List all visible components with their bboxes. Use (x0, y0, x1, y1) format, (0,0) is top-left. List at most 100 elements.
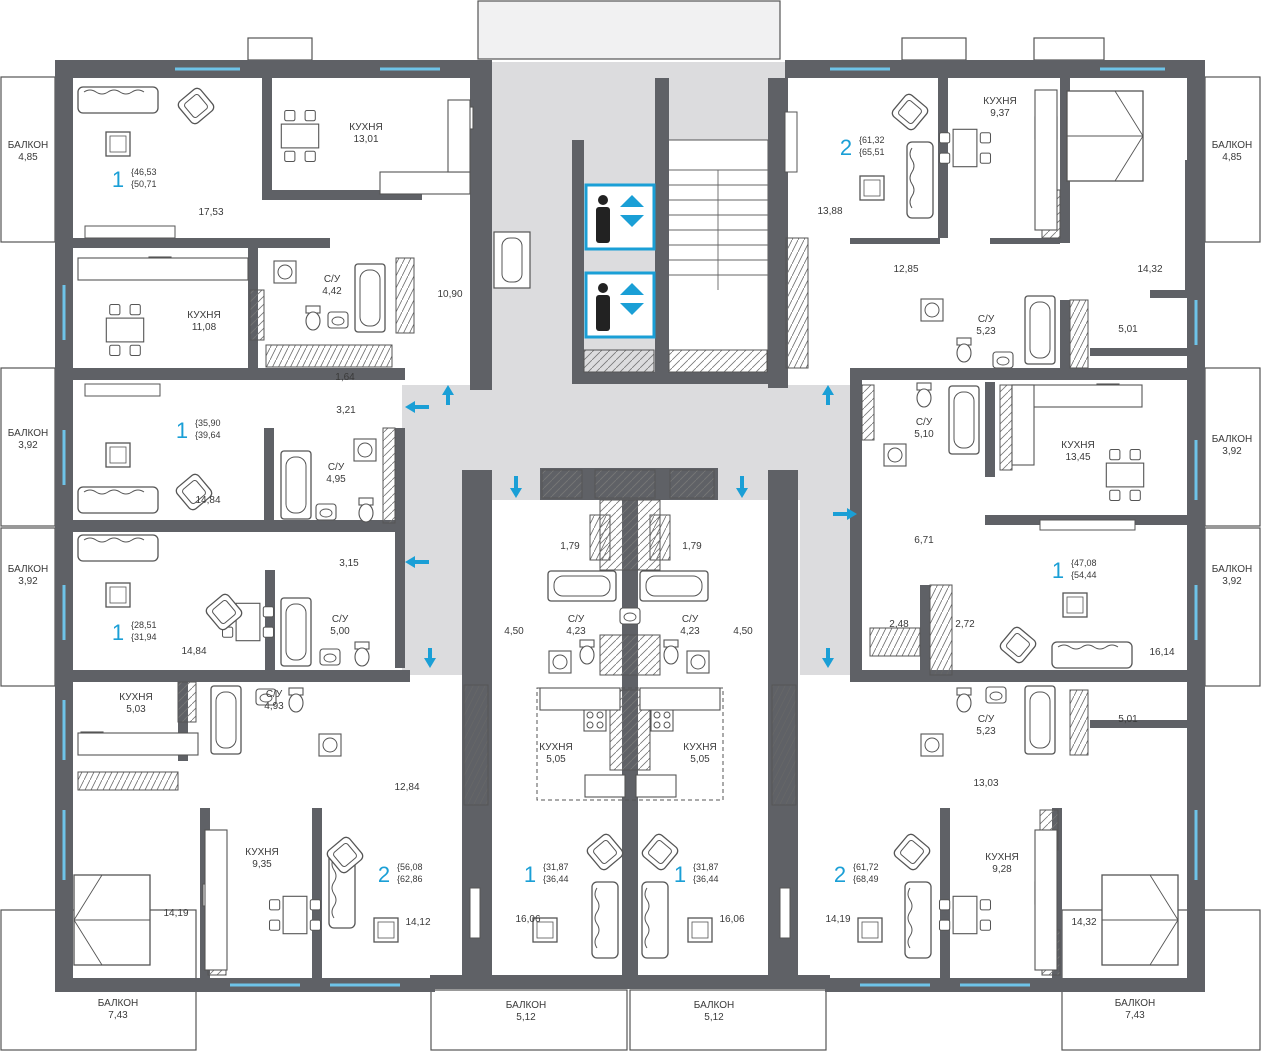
apt-w2-rooms: 1 (112, 620, 124, 645)
apt-s-right-living: {31,87 (693, 862, 719, 872)
hall-ne: 12,85 (893, 264, 918, 275)
apt-e-living: {47,08 (1071, 558, 1097, 568)
balcony-se-name: БАЛКОН (1115, 998, 1156, 1009)
balcony-w-mid1-name: БАЛКОН (8, 428, 49, 439)
balcony-w-mid2-area: 3,92 (18, 576, 38, 587)
plan-labels: БАЛКОН4,85БАЛКОН3,92БАЛКОН3,92БАЛКОН7,43… (8, 96, 1253, 1023)
apt-w1-rooms: 1 (176, 418, 188, 443)
kitchen-se-area: 9,28 (992, 864, 1012, 875)
apt-s-left-total: {36,44 (543, 874, 569, 884)
bath-se-area: 5,23 (976, 726, 996, 737)
living-mid-right: 16,06 (719, 914, 744, 925)
bath-se-name: С/У (978, 714, 995, 725)
closet-e2: 2,72 (955, 619, 975, 630)
apt-s-left-rooms: 1 (524, 862, 536, 887)
balcony-w-mid2-name: БАЛКОН (8, 564, 49, 575)
bed-se: 14,32 (1071, 917, 1096, 928)
balcony-e-mid1-area: 3,92 (1222, 446, 1242, 457)
living-mid-left: 16,06 (515, 914, 540, 925)
apt-sw-living: {56,08 (397, 862, 423, 872)
hall-se: 13,03 (973, 778, 998, 789)
closet-nw: 1,64 (335, 372, 355, 383)
apt-s-right-total: {36,44 (693, 874, 719, 884)
bath-w2-area: 5,00 (330, 626, 350, 637)
balcony-nw-name: БАЛКОН (8, 140, 49, 151)
balcony-nw-area: 4,85 (18, 152, 38, 163)
kitchen-mid-left-area: 5,05 (546, 754, 566, 765)
apt-ne-rooms: 2 (840, 135, 852, 160)
kitchen-counters (77, 89, 1143, 971)
kitchen-sw-name: КУХНЯ (245, 847, 278, 858)
bath-nw-area: 4,42 (322, 286, 342, 297)
apt-se-total: {68,49 (853, 874, 879, 884)
balcony-ne-name: БАЛКОН (1212, 140, 1253, 151)
living-nw: 17,53 (198, 207, 223, 218)
apt-sw-rooms: 2 (378, 862, 390, 887)
hall-nw: 10,90 (437, 289, 462, 300)
closet-mid-right: 1,79 (682, 541, 702, 552)
balcony-e-mid2-area: 3,92 (1222, 576, 1242, 587)
apt-se-rooms: 2 (834, 862, 846, 887)
bath-mid-left-name: С/У (568, 614, 585, 625)
apt-sw-total: {62,86 (397, 874, 423, 884)
kitchen-ne-area: 9,37 (990, 108, 1010, 119)
apt-nw-living: {46,53 (131, 167, 157, 177)
elevator-passenger-icon (584, 183, 656, 251)
hall-w1: 3,21 (336, 405, 356, 416)
balcony-w-mid1-area: 3,92 (18, 440, 38, 451)
apt-e-rooms: 1 (1052, 558, 1064, 583)
balcony-s-right-name: БАЛКОН (694, 1000, 735, 1011)
bath-nw-name: С/У (324, 274, 341, 285)
balcony-se-area: 7,43 (1125, 1010, 1145, 1021)
living-e: 16,14 (1149, 647, 1174, 658)
kitchen-w2-area: 5,03 (126, 704, 146, 715)
kitchen-nw-area: 13,01 (353, 134, 378, 145)
kitchen-mid-left-name: КУХНЯ (539, 742, 572, 753)
balcony-e-mid2-name: БАЛКОН (1212, 564, 1253, 575)
apt-w1-total: {39,64 (195, 430, 221, 440)
kitchen-e-name: КУХНЯ (1061, 440, 1094, 451)
bath-mid-left-area: 4,23 (566, 626, 586, 637)
balcony-e-mid1-name: БАЛКОН (1212, 434, 1253, 445)
bath-w1-name: С/У (328, 462, 345, 473)
apt-nw-rooms: 1 (112, 167, 124, 192)
bath-ne-name: С/У (978, 314, 995, 325)
kitchen-w2-name: КУХНЯ (119, 692, 152, 703)
living-ne: 13,88 (817, 206, 842, 217)
kitchen-mid-right-name: КУХНЯ (683, 742, 716, 753)
kitchen-ne-name: КУХНЯ (983, 96, 1016, 107)
closet-ne: 5,01 (1118, 324, 1138, 335)
apt-s-left-living: {31,87 (543, 862, 569, 872)
kitchen-dashed-outline (536, 687, 724, 801)
closet-se: 5,01 (1118, 714, 1138, 725)
balcony-s-left-area: 5,12 (516, 1012, 536, 1023)
kitchen-mid-right-area: 5,05 (690, 754, 710, 765)
balcony-sw-name: БАЛКОН (98, 998, 139, 1009)
stair-steps (668, 169, 768, 290)
stretcher-icon (493, 231, 531, 289)
apt-s-right-rooms: 1 (674, 862, 686, 887)
kitchen-nw-name: КУХНЯ (349, 122, 382, 133)
bath-w1-area: 4,95 (326, 474, 346, 485)
hall-mid-left: 4,50 (504, 626, 524, 637)
apt-w1-living: {35,90 (195, 418, 221, 428)
kitchen-sw-area: 9,35 (252, 859, 272, 870)
kitchen-se-name: КУХНЯ (985, 852, 1018, 863)
apt-nw-total: {50,71 (131, 179, 157, 189)
bath-ne-area: 5,23 (976, 326, 996, 337)
hall-sw: 12,84 (394, 782, 419, 793)
bath-e1-area: 5,10 (914, 429, 934, 440)
apt-w2-living: {28,51 (131, 620, 157, 630)
living-w2: 14,84 (181, 646, 206, 657)
apt-ne-total: {65,51 (859, 147, 885, 157)
balcony-ne-area: 4,85 (1222, 152, 1242, 163)
balcony-s-right-area: 5,12 (704, 1012, 724, 1023)
apt-ne-living: {61,32 (859, 135, 885, 145)
living-se: 14,19 (825, 914, 850, 925)
living-sw: 14,12 (405, 917, 430, 928)
bed-ne: 14,32 (1137, 264, 1162, 275)
hall-w2: 3,15 (339, 558, 359, 569)
apt-e-total: {54,44 (1071, 570, 1097, 580)
windows (62, 67, 1198, 987)
